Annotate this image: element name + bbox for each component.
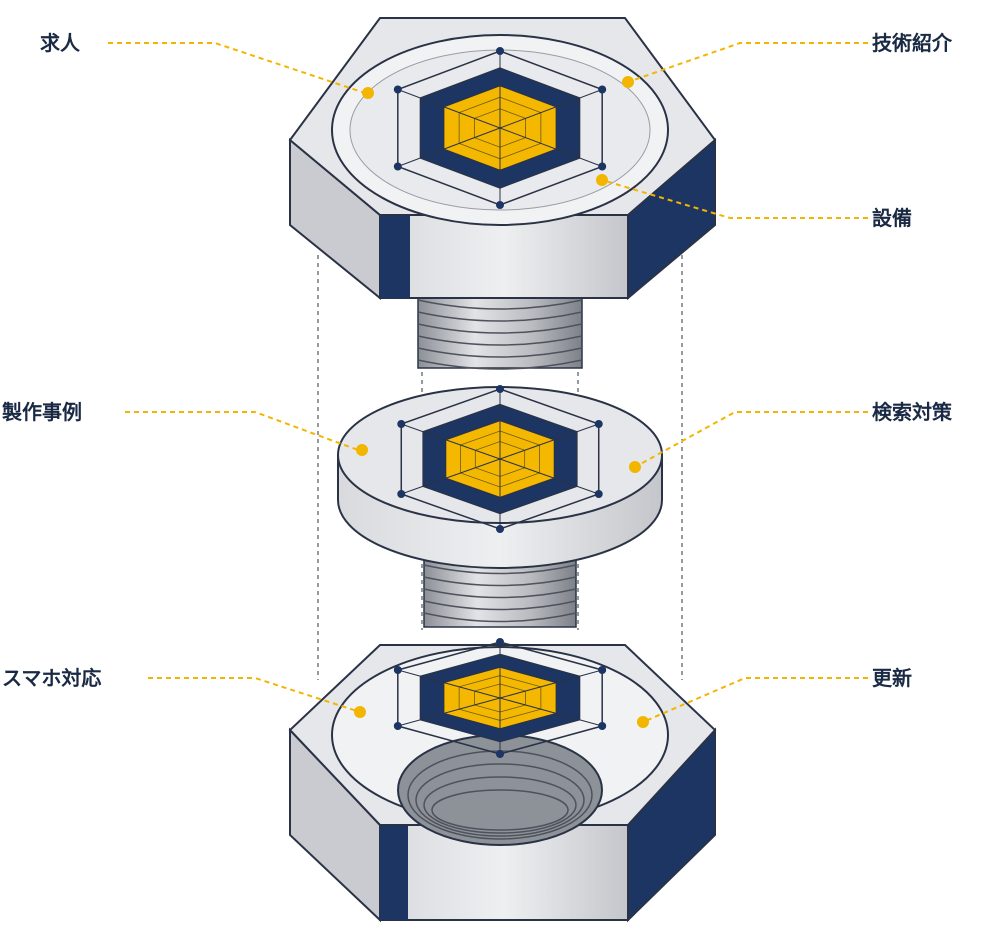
radar-axis (499, 423, 599, 460)
radar-axis (401, 423, 501, 460)
label-setsubi: 設備 (872, 206, 912, 230)
label-kensaku: 検索対策 (872, 400, 952, 424)
radar-vertex (496, 638, 504, 646)
radar-axis (499, 669, 603, 699)
radar-axis (397, 669, 501, 699)
radar-axis (397, 697, 501, 727)
radar-vertex (598, 722, 607, 730)
label-smartphone: スマホ対応 (2, 666, 102, 690)
radar-vertex (496, 201, 504, 209)
label-koshin: 更新 (872, 666, 912, 690)
radar-vertex (393, 162, 402, 171)
radar-axis (499, 89, 603, 129)
radar-axis (499, 458, 599, 495)
radar-axis (499, 127, 603, 167)
radar-vertex (393, 85, 402, 94)
guide-lines (317, 255, 683, 680)
label-seisaku: 製作事例 (2, 400, 82, 424)
leader-dots (354, 76, 649, 728)
radar-vertex (496, 525, 504, 533)
radar-vertex (393, 666, 402, 674)
radar-vertex (393, 722, 402, 730)
radar-axis (397, 89, 501, 129)
radar-vertex (496, 47, 504, 55)
radar-vertex (397, 420, 406, 428)
radar-axis (401, 458, 501, 495)
radar-vertex (598, 162, 607, 171)
radar-vertex (496, 750, 504, 758)
radar-charts (393, 47, 607, 758)
label-gijutsu: 技術紹介 (872, 31, 952, 55)
radar-vertex (496, 385, 504, 393)
label-kyujin: 求人 (40, 31, 80, 55)
leader-lines (108, 42, 868, 723)
radar-axis (499, 697, 603, 727)
radar-vertex (397, 490, 406, 498)
radar-vertex (598, 666, 607, 674)
radar-vertex (594, 490, 603, 498)
upper-thread (417, 289, 583, 370)
radar-vertex (598, 85, 607, 94)
radar-axis (397, 127, 501, 167)
radar-vertex (594, 420, 603, 428)
